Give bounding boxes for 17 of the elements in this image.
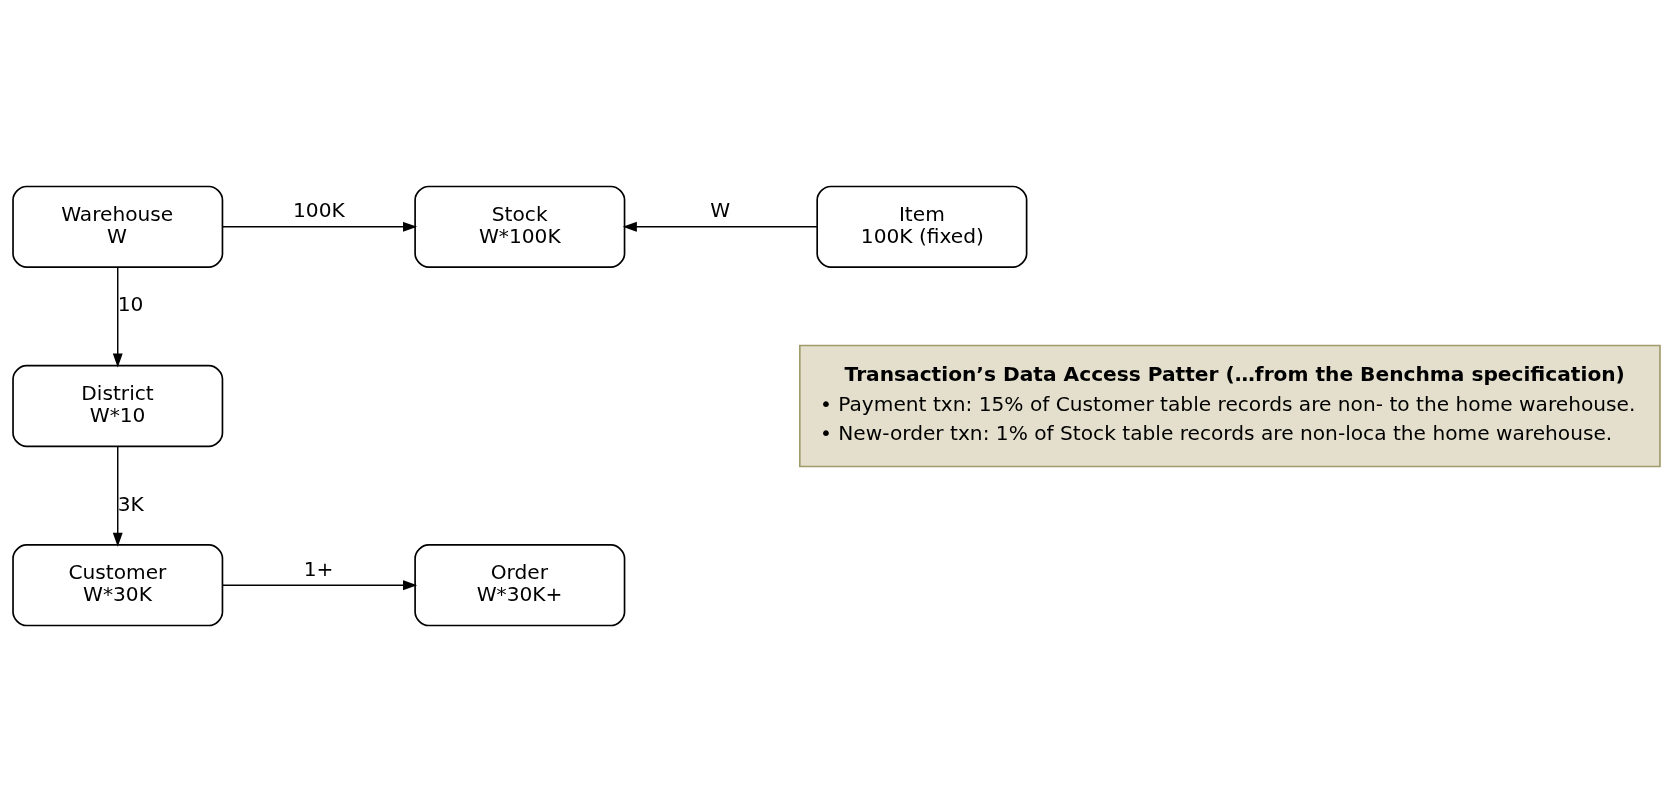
edge-label: 1+ <box>303 556 334 581</box>
node-box: Order W*30K+ <box>414 544 626 627</box>
node-box: District W*10 <box>12 364 224 448</box>
arrow <box>222 580 418 591</box>
arrow <box>222 221 418 232</box>
arrow <box>112 266 123 368</box>
edge-label: 10 <box>117 292 144 317</box>
node-box: Stock W*100K <box>414 185 626 268</box>
arrow <box>112 445 123 547</box>
arrow <box>622 221 818 232</box>
node-box: Transaction’s Data Access Patter (…from the Benchma specification) • Payment txn: 15% of Customer table records are non- to the home warehouse. • New-order txn: 1% of Stock table records are non-loca the home warehouse. <box>799 344 1661 468</box>
edge-label: W <box>710 198 731 223</box>
edge-label: 3K <box>117 491 144 516</box>
node-box: Warehouse W <box>12 185 224 268</box>
node-box: Customer W*30K <box>12 544 224 627</box>
node-box: Item 100K (fixed) <box>816 185 1028 268</box>
edge-label: 100K <box>293 198 345 223</box>
